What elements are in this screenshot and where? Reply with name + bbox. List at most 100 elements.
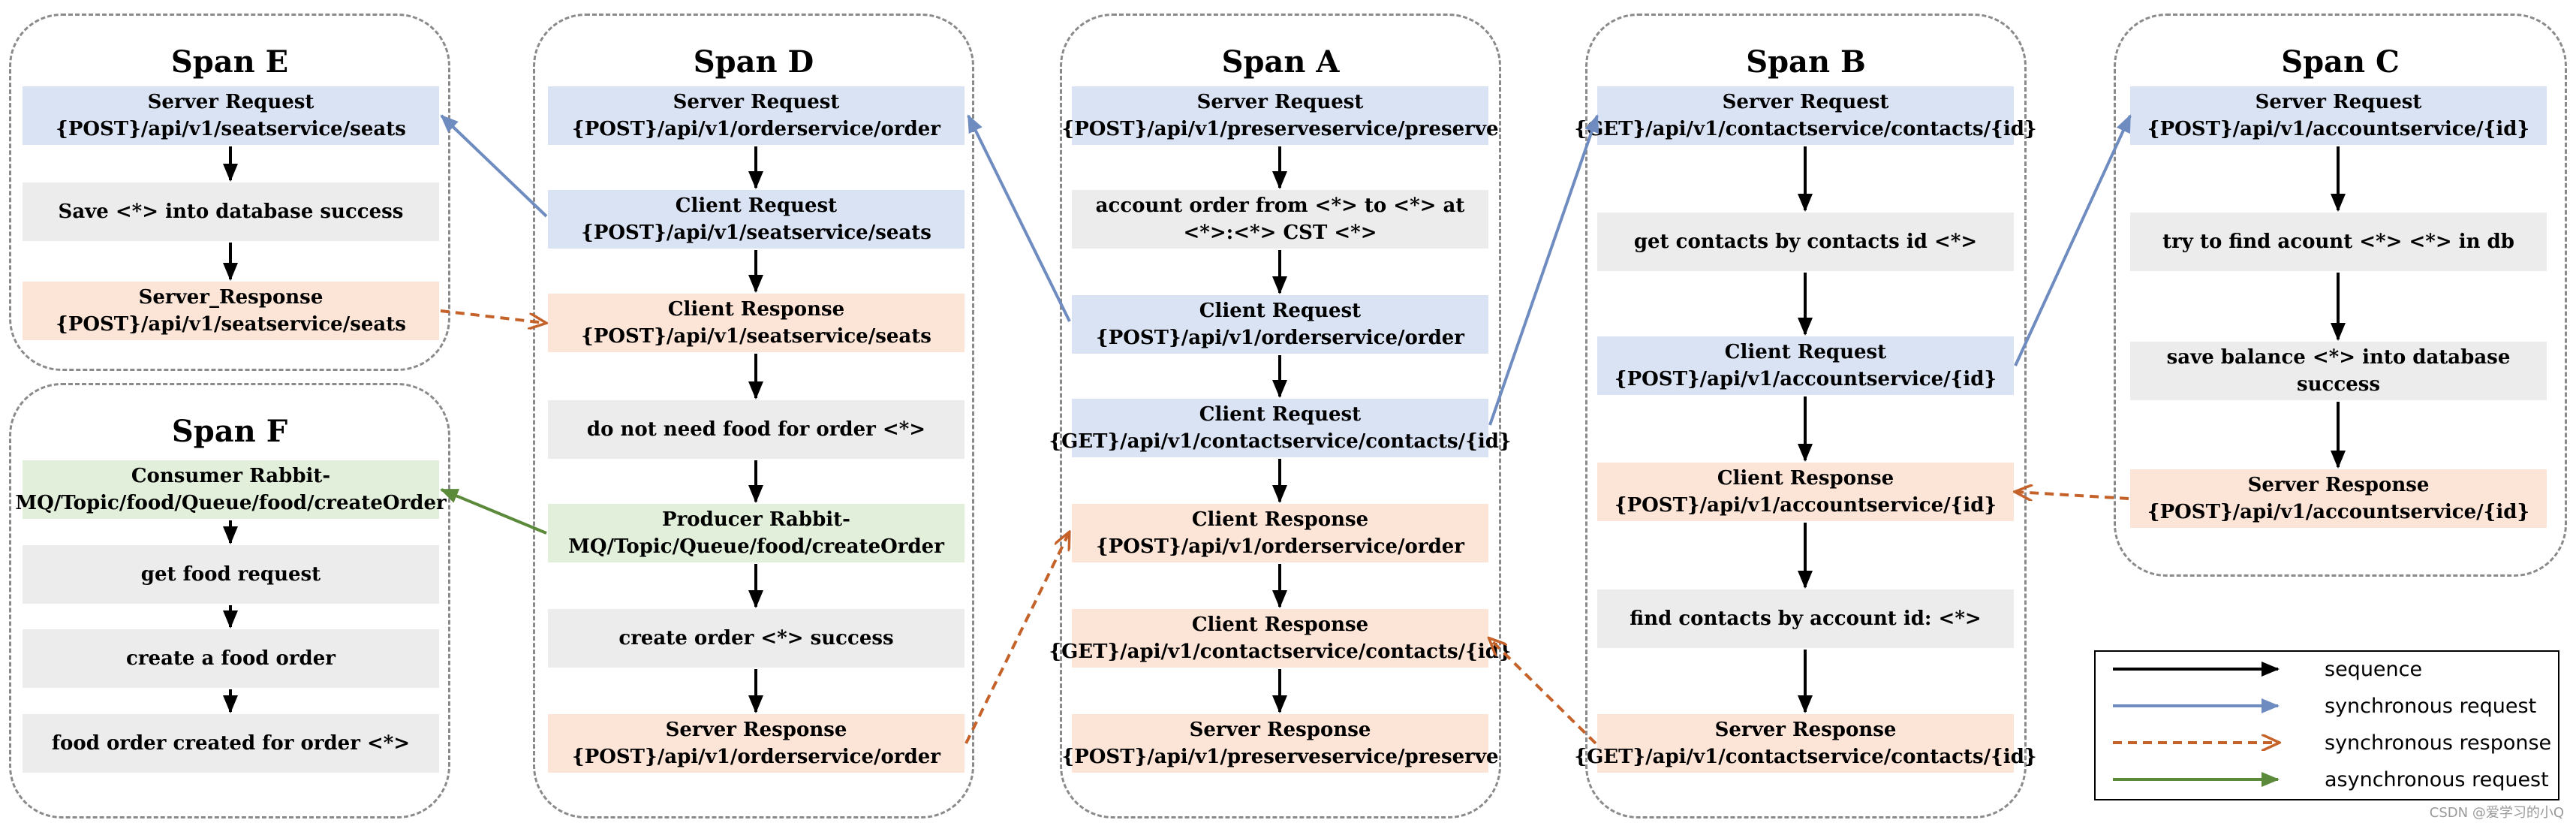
box-line: create a food order: [126, 647, 336, 670]
box-line: Client Request: [1724, 341, 1887, 363]
span-f-group: Span F: [9, 383, 450, 818]
box-line: Client Response: [1191, 613, 1369, 636]
box-line: {POST}/api/v1/orderservice/order: [571, 118, 940, 140]
box-line: food order created for order <*>: [51, 732, 411, 755]
span-c-group: Span C: [2114, 14, 2567, 577]
span-b-log-find-contacts: find contacts by account id: <*>: [1597, 589, 2014, 648]
span-a-client-request-order: Client Request {POST}/api/v1/orderservic…: [1072, 295, 1488, 354]
span-a-title: Span A: [1221, 44, 1340, 80]
box-line: {GET}/api/v1/contactservice/contacts/{id…: [1049, 430, 1512, 453]
box-line: MQ/Topic/food/Queue/food/createOrder: [15, 492, 447, 514]
span-d-log-create-order: create order <*> success: [548, 609, 964, 668]
sync-request-arrows: [440, 114, 2132, 426]
box-line: Server Request: [673, 91, 840, 113]
box-line: {POST}/api/v1/orderservice/order: [1095, 327, 1464, 349]
span-b-log-get-contacts: get contacts by contacts id <*>: [1597, 213, 2014, 271]
box-line: get contacts by contacts id <*>: [1633, 231, 1978, 253]
span-f-title: Span F: [171, 414, 288, 449]
sync-response-b-to-a: [1490, 639, 1597, 745]
legend-sync-request-label: synchronous request: [2325, 695, 2537, 718]
box-line: Server Response: [1189, 719, 1371, 741]
box-line: Save <*> into database success: [58, 200, 404, 223]
legend-sequence-label: sequence: [2325, 658, 2423, 681]
box-line: Client Response: [667, 298, 845, 321]
box-line: Client Response: [1191, 508, 1369, 531]
legend-async-request-label: asynchronous request: [2325, 768, 2549, 791]
box-line: MQ/Topic/Queue/food/createOrder: [568, 535, 944, 558]
box-line: {POST}/api/v1/orderservice/order: [571, 746, 940, 768]
async-request-d-to-f: [440, 488, 547, 535]
span-a-group: Span A: [1060, 14, 1501, 818]
span-f-log-get-food: get food request: [23, 545, 439, 604]
box-line: Server Response: [2247, 474, 2430, 496]
box-line: {POST}/api/v1/seatservice/seats: [581, 325, 931, 348]
box-line: Client Response: [1717, 467, 1894, 490]
box-line: <*>:<*> CST <*>: [1183, 222, 1377, 244]
box-line: Server Request: [2255, 91, 2422, 113]
async-request-arrows: [440, 488, 547, 535]
box-line: Server Response: [1714, 719, 1897, 741]
span-c-title: Span C: [2281, 44, 2400, 80]
span-c-log-save-balance: save balance <*> into database success: [2130, 342, 2547, 400]
box-line: do not need food for order <*>: [586, 418, 926, 441]
span-a-log-account-order: account order from <*> to <*> at <*>:<*>…: [1072, 190, 1488, 249]
box-line: save balance <*> into database success: [2166, 346, 2511, 396]
span-d-producer: Producer Rabbit- MQ/Topic/Queue/food/cre…: [548, 504, 964, 562]
span-c-server-response: Server Response {POST}/api/v1/accountser…: [2130, 469, 2547, 528]
span-e-title: Span E: [170, 44, 289, 80]
span-d-server-response: Server Response {POST}/api/v1/orderservi…: [548, 714, 964, 773]
span-b-client-response-account: Client Response {POST}/api/v1/accountser…: [1597, 463, 2014, 521]
span-b-server-request: Server Request {GET}/api/v1/contactservi…: [1574, 86, 2037, 145]
box-line: get food request: [140, 563, 321, 586]
box-line: create order <*> success: [618, 627, 894, 650]
box-line: find contacts by account id: <*>: [1630, 607, 1982, 630]
sync-request-a-to-b: [1488, 114, 1599, 426]
box-line: {POST}/api/v1/accountservice/{id}: [1614, 494, 1997, 517]
sync-response-d-to-a: [964, 533, 1069, 744]
legend-sync-response-label: synchronous response: [2325, 731, 2552, 755]
sequence-arrows: [223, 146, 2346, 713]
sync-response-arrows: [440, 309, 2129, 745]
box-line: {GET}/api/v1/contactservice/contacts/{id…: [1574, 118, 2037, 140]
box-line: Server_Response: [138, 286, 324, 309]
span-d-log-no-food: do not need food for order <*>: [548, 400, 964, 459]
box-line: {GET}/api/v1/contactservice/contacts/{id…: [1049, 641, 1512, 663]
box-line: Producer Rabbit-: [662, 508, 850, 531]
span-f-consumer: Consumer Rabbit- MQ/Topic/food/Queue/foo…: [15, 460, 447, 519]
sync-request-d-to-e: [440, 114, 548, 218]
box-line: Server Request: [1196, 91, 1364, 113]
legend-arrows: [2113, 662, 2278, 787]
span-b-title: Span B: [1746, 44, 1866, 80]
span-b-client-request-account: Client Request {POST}/api/v1/accountserv…: [1597, 336, 2014, 395]
sync-response-c-to-b: [2016, 492, 2129, 499]
span-d-group: Span D: [533, 14, 974, 818]
span-e-group: Span E: [9, 14, 450, 371]
box-line: try to find acount <*> <*> in db: [2162, 231, 2514, 253]
span-f-log-create-food-order: create a food order: [23, 629, 439, 688]
box-line: Client Request: [1199, 403, 1362, 426]
span-f-log-food-order-created: food order created for order <*>: [23, 714, 439, 773]
span-d-server-request: Server Request {POST}/api/v1/orderservic…: [548, 86, 964, 145]
span-a-server-response: Server Response {POST}/api/v1/preservese…: [1062, 714, 1499, 773]
span-d-client-response-seats: Client Response {POST}/api/v1/seatservic…: [548, 294, 964, 352]
span-c-log-find-account: try to find acount <*> <*> in db: [2130, 213, 2547, 271]
span-a-client-response-order: Client Response {POST}/api/v1/orderservi…: [1072, 504, 1488, 562]
span-c-server-request: Server Request {POST}/api/v1/accountserv…: [2130, 86, 2547, 145]
box-line: Server Request: [1722, 91, 1889, 113]
span-b-group: Span B: [1585, 14, 2027, 818]
box-line: Server Response: [665, 719, 847, 741]
box-line: {GET}/api/v1/contactservice/contacts/{id…: [1574, 746, 2037, 768]
span-e-server-response: Server_Response {POST}/api/v1/seatservic…: [23, 282, 439, 340]
box-line: Server Request: [147, 91, 314, 113]
span-b-server-response: Server Response {GET}/api/v1/contactserv…: [1574, 714, 2037, 773]
box-line: {POST}/api/v1/orderservice/order: [1095, 535, 1464, 558]
box-line: account order from <*> to <*> at: [1095, 194, 1465, 217]
span-d-client-request-seats: Client Request {POST}/api/v1/seatservice…: [548, 190, 964, 249]
box-line: {POST}/api/v1/preserveservice/preserve: [1061, 118, 1499, 140]
sync-request-a-to-d: [967, 114, 1071, 322]
box-line: Client Request: [675, 194, 838, 217]
box-line: {POST}/api/v1/preserveservice/preserve: [1061, 746, 1499, 768]
legend: sequence synchronous request synchronous…: [2094, 650, 2559, 800]
box-line: {POST}/api/v1/seatservice/seats: [56, 313, 406, 336]
box-line: {POST}/api/v1/accountservice/{id}: [2147, 501, 2530, 523]
